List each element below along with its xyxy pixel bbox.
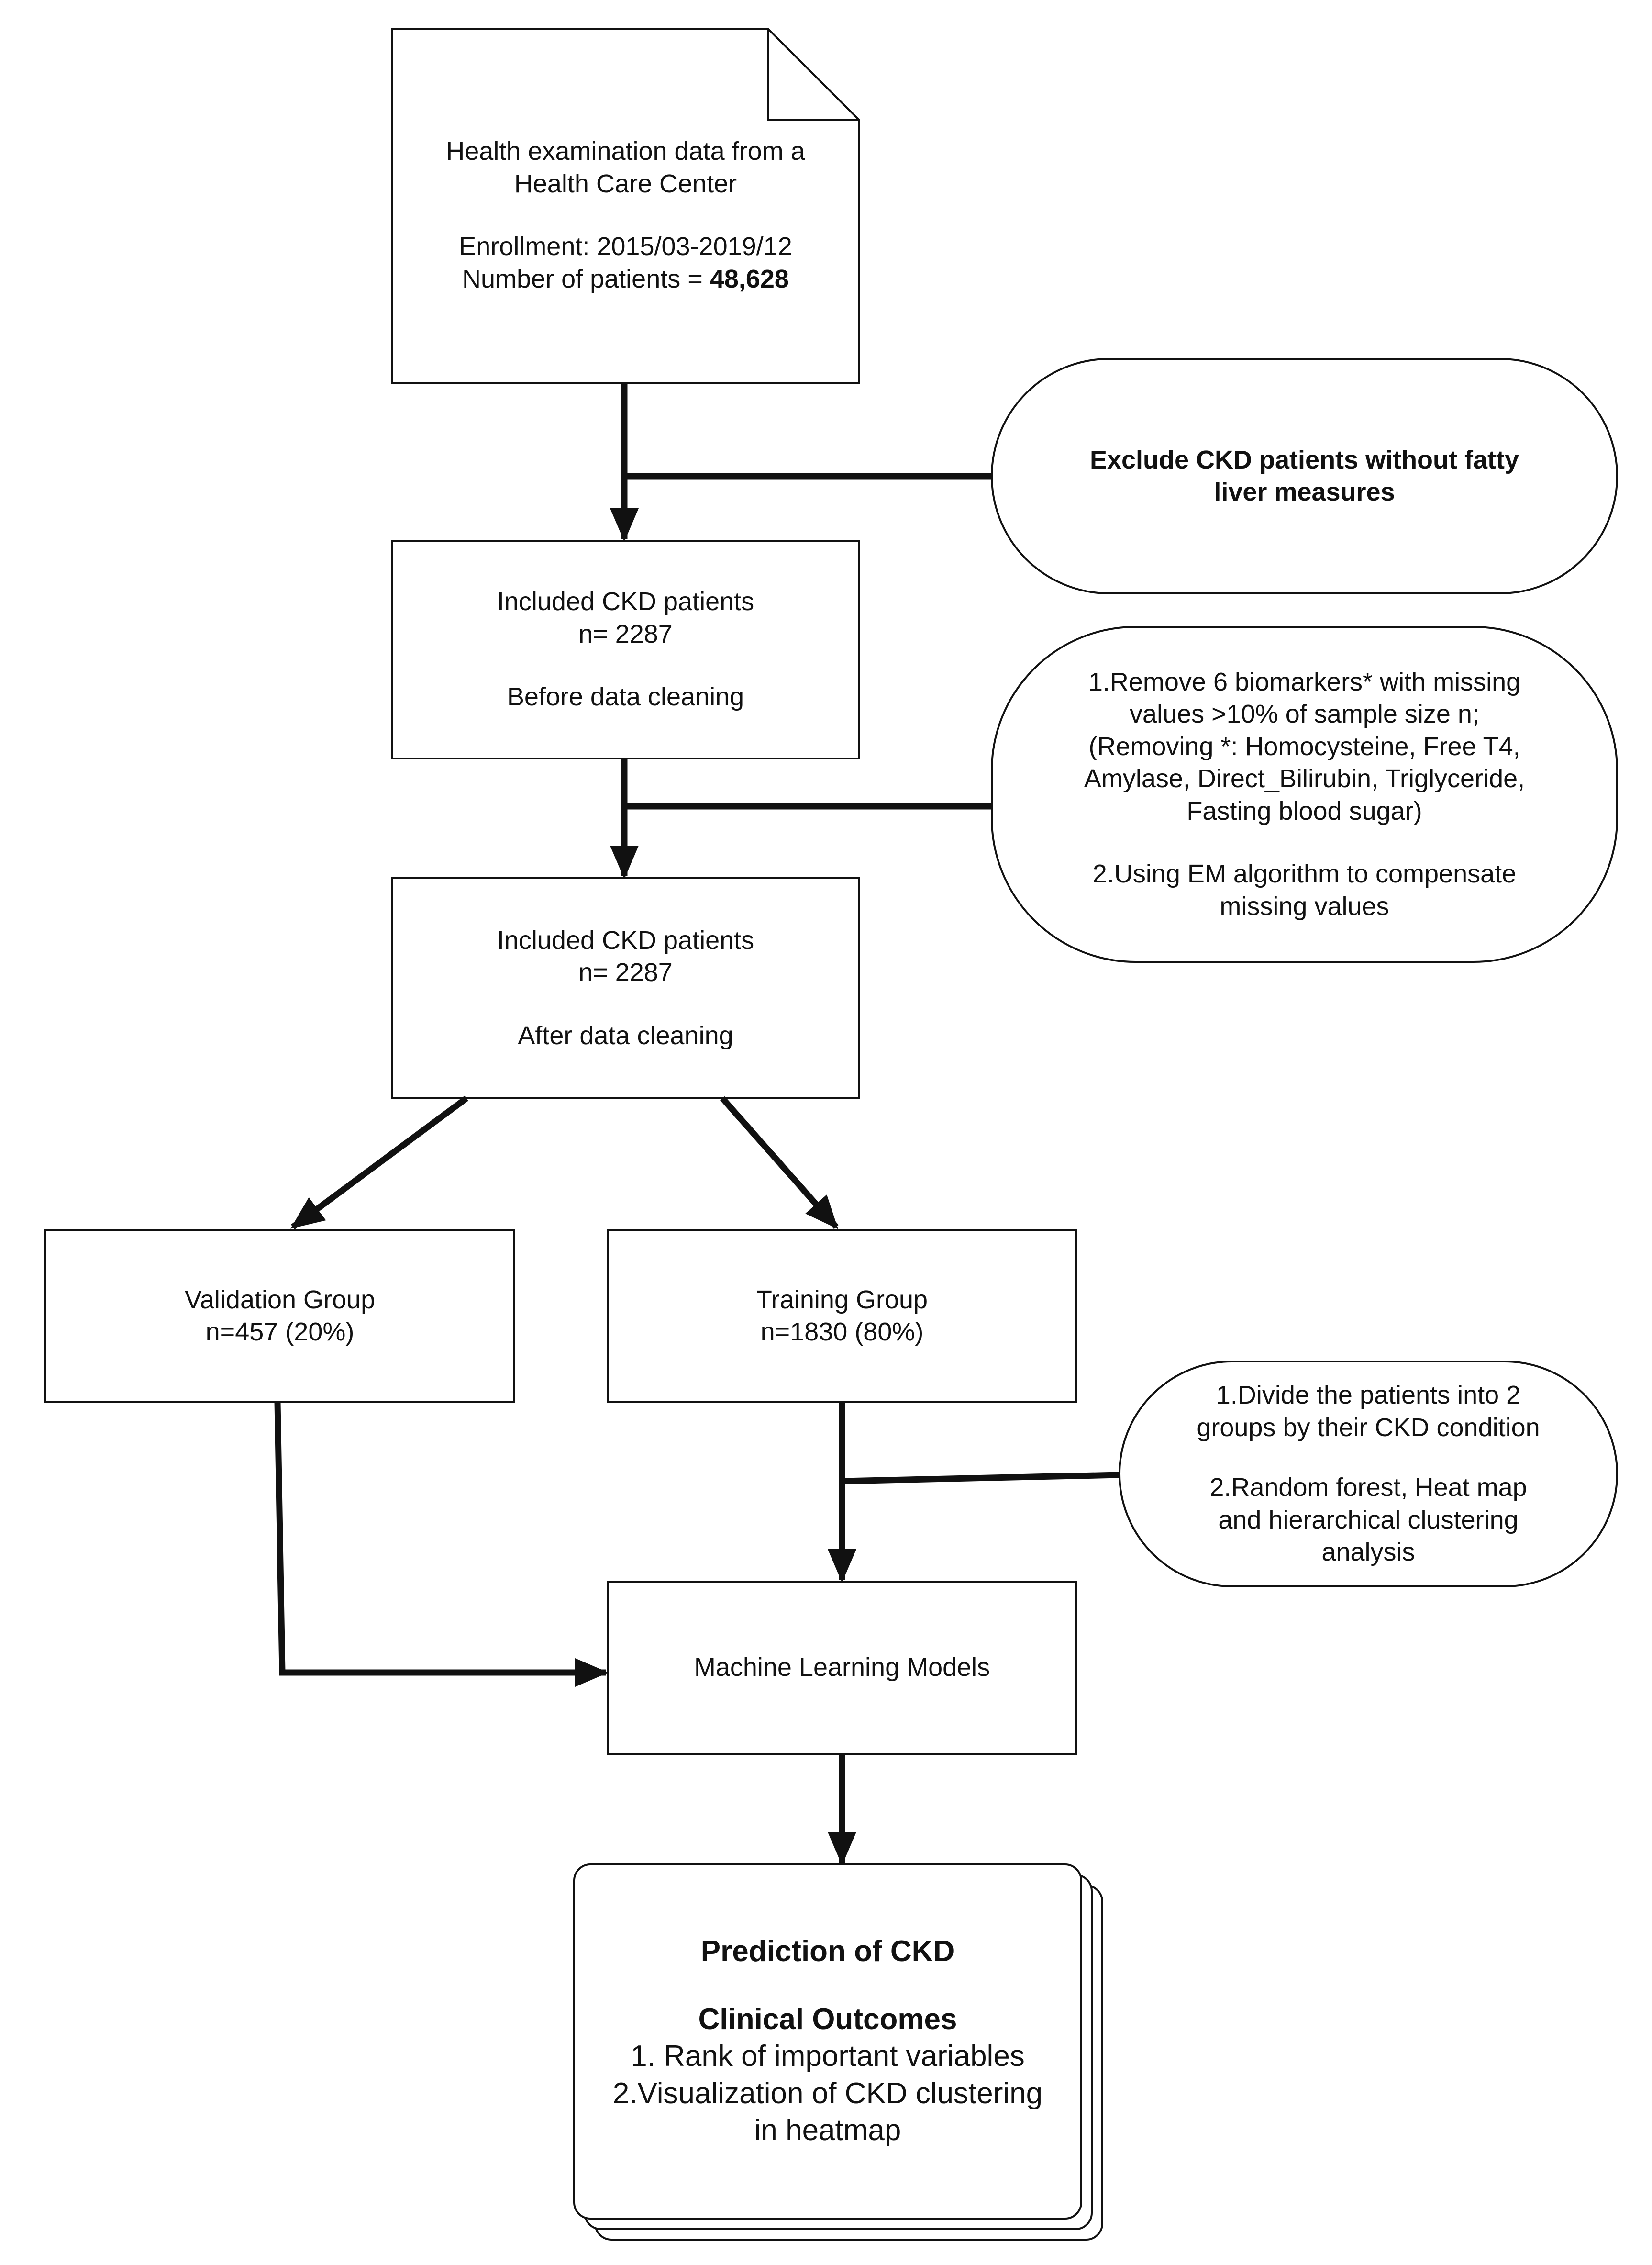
included-before-line-2: n= 2287 bbox=[578, 619, 673, 648]
source-line-2: Health Care Center bbox=[514, 169, 737, 198]
included-after-line-3: After data cleaning bbox=[518, 1021, 733, 1050]
included-before-line-1: Included CKD patients bbox=[497, 587, 754, 616]
outcomes-title: Prediction of CKD bbox=[700, 1935, 955, 1968]
cleaning-line-2: values >10% of sample size n; bbox=[1130, 700, 1479, 729]
outcomes-stack bbox=[573, 1863, 1103, 2241]
exclude-line-1: Exclude CKD patients without fatty bbox=[1089, 445, 1519, 474]
outcomes-text: Prediction of CKD Clinical Outcomes 1. R… bbox=[581, 1871, 1074, 2211]
source-patients-label: Number of patients = bbox=[462, 264, 710, 293]
outcomes-subtitle: Clinical Outcomes bbox=[698, 2002, 957, 2036]
exclude-line-2: liver measures bbox=[1214, 478, 1395, 506]
included-after-text: Included CKD patients n= 2287 After data… bbox=[397, 883, 854, 1093]
training-group-text: Training Group n=1830 (80%) bbox=[612, 1235, 1072, 1397]
ml-models-text: Machine Learning Models bbox=[612, 1586, 1072, 1749]
validation-group-text: Validation Group n=457 (20%) bbox=[50, 1235, 510, 1397]
ml-models-box bbox=[607, 1581, 1077, 1755]
ml-models-label: Machine Learning Models bbox=[694, 1653, 990, 1682]
validation-line-1: Validation Group bbox=[184, 1285, 376, 1314]
connectors bbox=[274, 383, 1120, 1865]
cleaning-line-1: 1.Remove 6 biomarkers* with missing bbox=[1088, 667, 1521, 696]
source-patients-value: 48,628 bbox=[710, 264, 789, 293]
training-note-line-3: 2.Random forest, Heat map bbox=[1209, 1473, 1527, 1502]
arrow-after-to-validation bbox=[290, 1095, 468, 1230]
training-note-line-5: analysis bbox=[1321, 1538, 1415, 1567]
included-before-box bbox=[391, 540, 860, 759]
source-box-text: Health examination data from a Health Ca… bbox=[397, 120, 854, 311]
training-note-shape bbox=[1119, 1361, 1618, 1587]
cleaning-line-6: 2.Using EM algorithm to compensate bbox=[1092, 859, 1517, 889]
validation-group-box bbox=[44, 1229, 515, 1403]
training-note-text: 1.Divide the patients into 2 groups by t… bbox=[1136, 1366, 1600, 1582]
training-note-line-2: groups by their CKD condition bbox=[1197, 1413, 1540, 1442]
arrow-validation-to-ml bbox=[274, 1402, 609, 1687]
included-after-line-1: Included CKD patients bbox=[497, 926, 754, 955]
outcomes-item-3: in heatmap bbox=[754, 2114, 901, 2147]
source-patients: Number of patients = 48,628 bbox=[462, 263, 789, 296]
cleaning-note-shape bbox=[991, 626, 1618, 963]
included-before-text: Included CKD patients n= 2287 Before dat… bbox=[397, 546, 854, 754]
outcomes-item-1: 1. Rank of important variables bbox=[631, 2040, 1025, 2073]
cleaning-line-7: missing values bbox=[1220, 892, 1389, 921]
training-note-line-4: and hierarchical clustering bbox=[1218, 1505, 1519, 1534]
source-document-box bbox=[391, 28, 860, 384]
training-note-line-1: 1.Divide the patients into 2 bbox=[1216, 1381, 1521, 1410]
arrow-after-to-training bbox=[720, 1096, 839, 1229]
included-before-line-3: Before data cleaning bbox=[507, 682, 744, 712]
training-line-2: n=1830 (80%) bbox=[760, 1317, 924, 1346]
included-after-line-2: n= 2287 bbox=[578, 958, 673, 987]
validation-line-2: n=457 (20%) bbox=[205, 1317, 355, 1346]
training-line-1: Training Group bbox=[756, 1285, 928, 1314]
outcomes-item-2: 2.Visualization of CKD clustering bbox=[612, 2076, 1043, 2110]
branch-training-note bbox=[842, 1472, 1120, 1484]
included-after-box bbox=[391, 877, 860, 1099]
cleaning-note-text: 1.Remove 6 biomarkers* with missing valu… bbox=[1009, 632, 1599, 957]
source-enrollment: Enrollment: 2015/03-2019/12 bbox=[459, 232, 792, 261]
source-line-1: Health examination data from a bbox=[446, 137, 805, 166]
exclude-note-text: Exclude CKD patients without fatty liver… bbox=[1009, 364, 1599, 589]
cleaning-line-5: Fasting blood sugar) bbox=[1186, 796, 1422, 826]
training-group-box bbox=[607, 1229, 1077, 1403]
cleaning-line-4: Amylase, Direct_Bilirubin, Triglyceride, bbox=[1084, 764, 1525, 793]
cleaning-line-3: (Removing *: Homocysteine, Free T4, bbox=[1088, 732, 1520, 761]
